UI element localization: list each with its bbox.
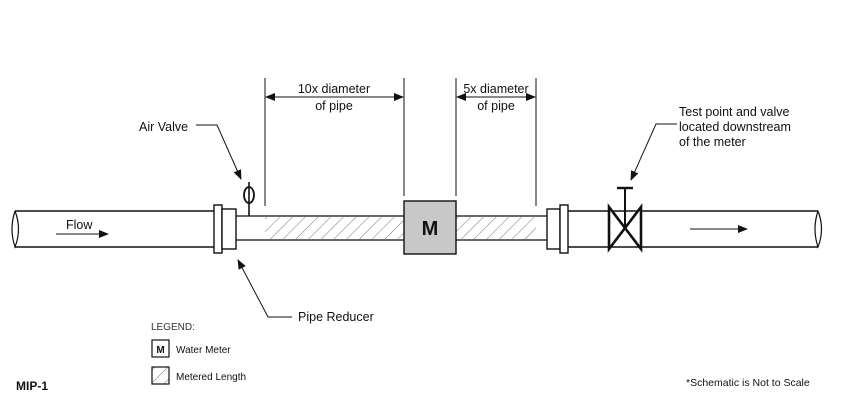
air-valve-icon — [243, 182, 255, 216]
legend: LEGEND: M Water Meter Metered Length — [151, 322, 246, 385]
legend-header: LEGEND: — [151, 322, 195, 333]
reduced-pipe — [236, 215, 547, 241]
test-point-label-line1: Test point and valve — [679, 105, 790, 119]
upstream-metered-length — [265, 217, 404, 239]
air-valve-leader — [196, 124, 242, 180]
legend-meter-symbol — [151, 339, 170, 358]
gate-valve-icon — [607, 186, 643, 253]
upstream-pipe — [11, 210, 215, 249]
air-valve-label: Air Valve — [139, 120, 188, 134]
pipe-reducer-label: Pipe Reducer — [298, 310, 374, 324]
test-point-label-line2: located downstream — [679, 120, 791, 134]
downstream-metered-length — [456, 217, 536, 239]
legend-metered-length-swatch — [151, 366, 170, 385]
downstream-dimension-label-line1: 5x diameter — [463, 82, 528, 96]
scale-note: *Schematic is Not to Scale — [686, 377, 810, 389]
figure-id: MIP-1 — [16, 379, 48, 393]
water-meter — [403, 200, 457, 255]
upstream-dimension-label-line2: of pipe — [315, 99, 353, 113]
legend-water-meter-label: Water Meter — [176, 345, 231, 356]
legend-meter-letter: M — [156, 345, 164, 356]
reducer-flange — [221, 208, 237, 250]
water-meter-letter: M — [422, 218, 439, 240]
upstream-flange — [213, 204, 223, 254]
upstream-dimension-label-line1: 10x diameter — [298, 82, 370, 96]
flow-label: Flow — [66, 218, 93, 232]
downstream-flange — [559, 204, 569, 254]
test-point-leader — [630, 123, 677, 181]
legend-metered-length-label: Metered Length — [176, 372, 246, 383]
downstream-dimension-label-line2: of pipe — [477, 99, 515, 113]
test-point-label-line3: of the meter — [679, 135, 746, 149]
pipe-reducer-leader — [237, 259, 292, 318]
downstream-reducer-flange — [546, 208, 561, 250]
